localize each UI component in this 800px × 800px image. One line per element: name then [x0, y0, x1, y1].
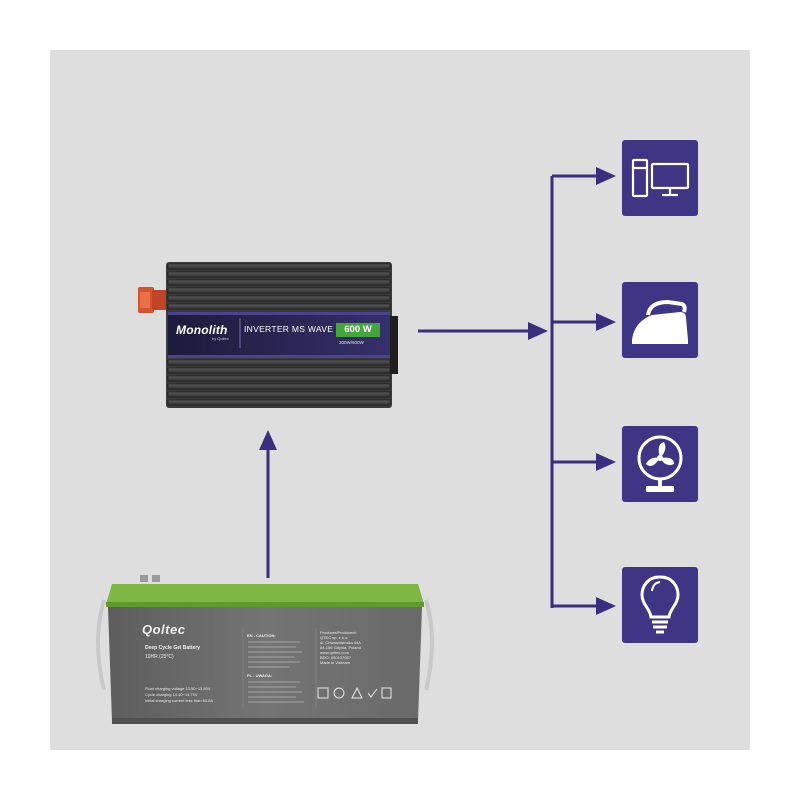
producer-line: Made in Vietnam: [320, 660, 350, 665]
battery-rating: 10HR (25°C): [145, 654, 174, 660]
inverter-brand-sub: by Qoltec: [212, 336, 229, 341]
battery-to-inverter-arrowhead: [259, 430, 277, 450]
battery-cert-marks: [317, 686, 392, 699]
branch-arrowhead-bulb: [596, 597, 616, 615]
inverter-power-range: 300W/600W: [339, 340, 364, 345]
light-bulb-icon: [640, 575, 680, 634]
inverter-power-badge: 600 W: [336, 323, 380, 337]
inverter: [138, 262, 398, 408]
load-tile-iron: [622, 282, 698, 358]
branch-arrowhead-iron: [596, 313, 616, 331]
battery-terminal-positive: [152, 575, 160, 582]
producer-line: BDO: 000137087: [320, 655, 351, 660]
battery-left-handle: [96, 599, 106, 691]
battery-terminal-negative: [140, 575, 148, 582]
battery-brand: Qoltec: [142, 622, 186, 637]
producer-line: QTEC sp. z o.o.: [320, 635, 349, 640]
inverter-end-cap: [390, 316, 398, 374]
warning-mark: [351, 686, 363, 699]
connector-lines: [259, 167, 616, 615]
iron-icon: [632, 299, 688, 344]
load-tile-fan: [622, 426, 698, 502]
fan-icon: [637, 435, 683, 492]
battery-uwaga-heading: PL - UWAGA:: [247, 673, 273, 678]
producer-line: www.qoltec.com: [320, 650, 349, 655]
producer-line: 84-106 Gdynia, Poland: [320, 645, 361, 650]
battery-producer-block: Producer/Producent: QTEC sp. z o.o. ul. …: [320, 630, 390, 665]
producer-line: Producer/Producent:: [320, 630, 357, 635]
load-tile-computer: [622, 140, 698, 216]
battery-caution-lines: [248, 641, 304, 703]
battery-initial-charging: Initial charging current less than 60.0A: [145, 698, 214, 703]
inverter-to-bus-arrowhead: [528, 322, 548, 340]
branch-arrowhead-computer: [596, 167, 616, 185]
recycle-mark: [317, 687, 329, 699]
battery-right-handle: [424, 599, 434, 691]
battery-caution-heading: EN - CAUTION:: [247, 633, 276, 638]
ce-mark: [333, 687, 345, 699]
check-mark: [367, 688, 378, 698]
battery-type: Deep Cycle Gel Battery: [145, 645, 201, 651]
inverter-model: INVERTER MS WAVE: [244, 324, 334, 334]
battery-top-lid: [106, 584, 424, 604]
battery: [96, 575, 434, 724]
inverter-brand: Monolith: [176, 323, 228, 337]
bin-mark: [381, 687, 392, 699]
battery-float-charging: Float charging voltage 13.50~13.80V: [145, 686, 211, 691]
computer-icon: [631, 158, 690, 198]
battery-cycle-charging: Cycle charging 14.40~14.70V: [145, 692, 198, 697]
branch-arrowhead-fan: [596, 453, 616, 471]
load-tile-bulb: [622, 567, 698, 643]
producer-line: ul. Chwarznieńska 44A: [320, 640, 361, 645]
